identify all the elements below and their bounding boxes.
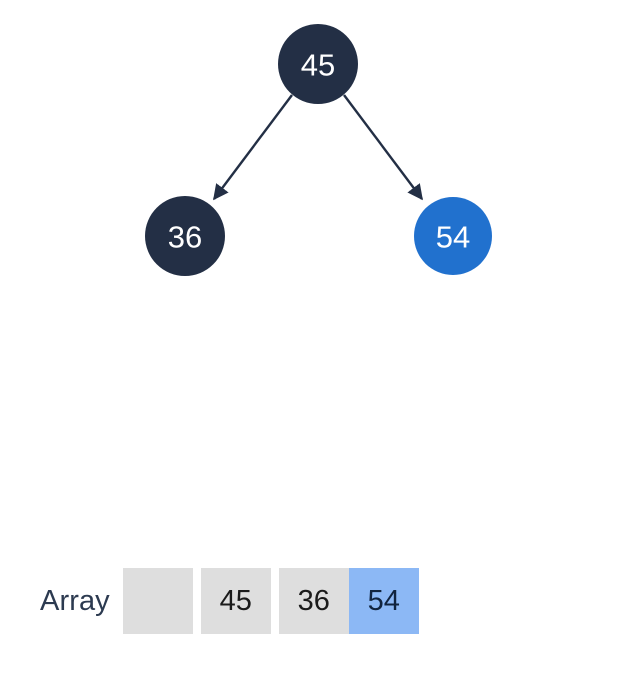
array-cell-2[interactable]: 36 [278, 568, 349, 634]
array-cell-0[interactable] [122, 568, 193, 634]
tree-node-root[interactable]: 45 [278, 24, 358, 104]
node-label-root: 45 [301, 48, 335, 83]
node-label-right: 54 [436, 220, 470, 255]
tree-node-right[interactable]: 54 [414, 197, 492, 275]
node-circle-root[interactable] [278, 24, 358, 104]
tree-node-left[interactable]: 36 [145, 196, 225, 276]
binary-tree-diagram: 45 36 54 [145, 24, 492, 276]
array-cell-3[interactable]: 54 [348, 568, 419, 634]
tree-edges [213, 94, 423, 201]
array-cell-1[interactable]: 45 [200, 568, 271, 634]
node-circle-right[interactable] [414, 197, 492, 275]
array-cell-list: 45 36 54 [122, 568, 419, 634]
array-visualization: Array 45 36 54 [40, 568, 419, 634]
edge-root-to-right [343, 94, 423, 201]
node-circle-left[interactable] [145, 196, 225, 276]
node-label-left: 36 [168, 220, 202, 255]
array-label: Array [40, 584, 110, 617]
edge-root-to-left [213, 94, 293, 201]
